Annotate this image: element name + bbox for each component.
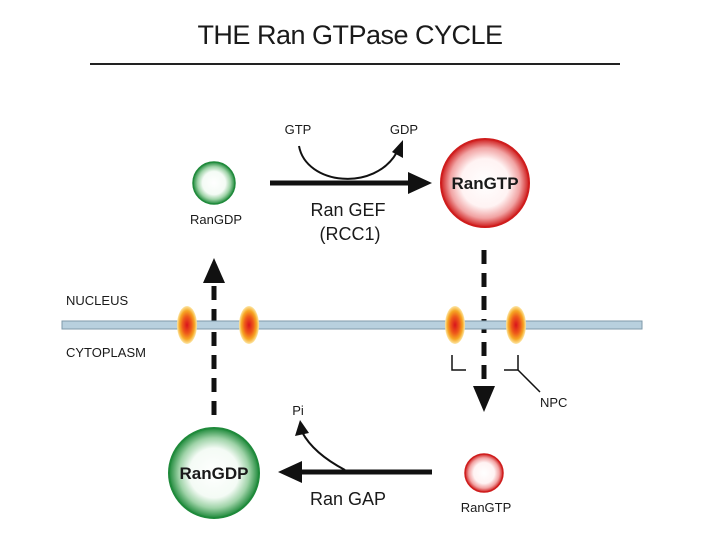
gtp-exchange-arrowhead <box>392 140 403 158</box>
ran-gap-label: Ran GAP <box>310 489 386 509</box>
rangdp-large-label: RanGDP <box>180 464 249 483</box>
nuclear-pore-4 <box>506 306 526 344</box>
import-arrow-head <box>203 258 225 283</box>
rangtp-large-circle <box>440 138 530 228</box>
nuclear-pore-3 <box>445 306 465 344</box>
nuclear-pore-1 <box>177 306 197 344</box>
cytoplasm-label: CYTOPLASM <box>66 345 146 360</box>
nuclear-pore-2 <box>239 306 259 344</box>
rangdp-small-circle <box>192 161 236 205</box>
pi-label: Pi <box>292 403 304 418</box>
npc-bracket-left <box>451 355 466 371</box>
pi-release-arrowhead <box>295 420 309 436</box>
npc-pointer-line <box>517 369 541 393</box>
pi-release-curve <box>301 431 346 471</box>
rangtp-small-label: RanGTP <box>461 500 512 515</box>
gtp-label: GTP <box>285 122 312 137</box>
nuclear-envelope <box>61 320 643 330</box>
gap-arrow-head <box>278 461 302 483</box>
rangdp-small-label: RanGDP <box>190 212 242 227</box>
npc-bracket-right <box>504 355 519 371</box>
diagram-title: THE Ran GTPase CYCLE <box>197 20 502 50</box>
ran-gef-label: Ran GEF <box>310 200 385 220</box>
export-arrow-head <box>473 386 495 412</box>
npc-label: NPC <box>540 395 567 410</box>
rangtp-large-label: RanGTP <box>451 174 518 193</box>
gef-arrow-head <box>408 172 432 194</box>
gtp-exchange-curve <box>298 145 398 180</box>
rangdp-large-circle <box>168 427 260 519</box>
nucleus-label: NUCLEUS <box>66 293 128 308</box>
rangtp-small-circle <box>464 453 504 493</box>
rcc1-label: (RCC1) <box>320 224 381 244</box>
gdp-label: GDP <box>390 122 418 137</box>
